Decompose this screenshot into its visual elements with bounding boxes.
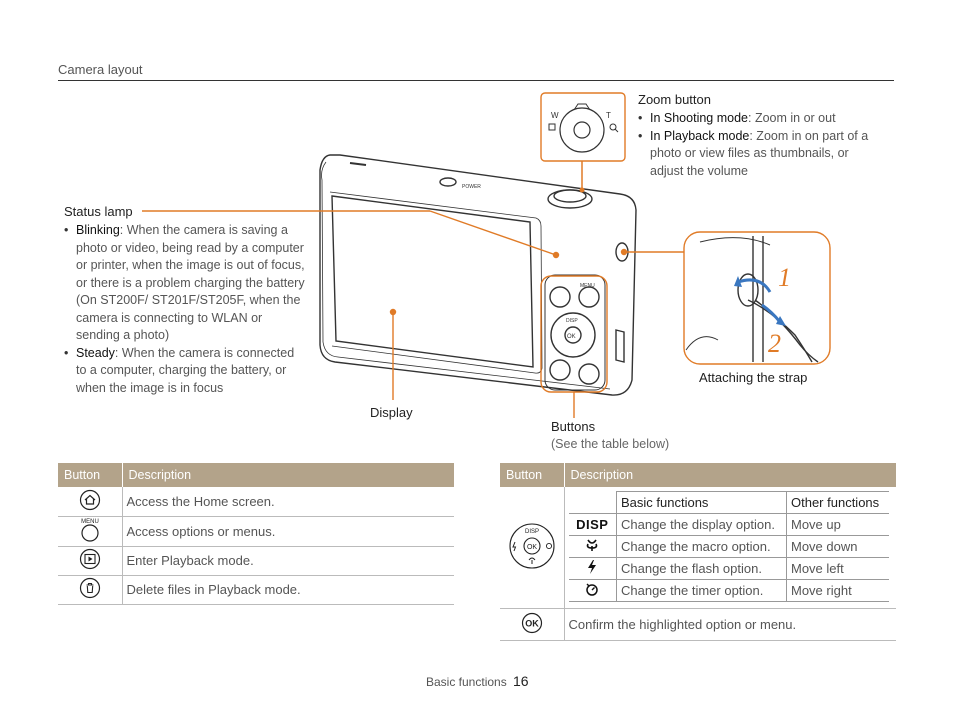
page-number: 16 bbox=[513, 673, 529, 689]
zoom-button-list: In Shooting mode: Zoom in or out In Play… bbox=[638, 110, 878, 180]
table-cell-description: Confirm the highlighted option or menu. bbox=[564, 608, 896, 641]
table-row: Access the Home screen. bbox=[58, 487, 454, 517]
table-row: OK Confirm the highlighted option or men… bbox=[500, 608, 896, 641]
table-row: Change the timer option. Move right bbox=[568, 579, 889, 602]
buttons-table-right: Button Description OK DISP bbox=[500, 463, 896, 641]
camera-illustration: POWER OK DISP MENU W T bbox=[142, 92, 831, 418]
table-cell-description: Delete files in Playback mode. bbox=[122, 575, 454, 605]
display-leader bbox=[389, 308, 397, 400]
zoom-item: In Playback mode: Zoom in on part of a p… bbox=[638, 128, 878, 181]
svg-text:OK: OK bbox=[527, 544, 537, 551]
svg-text:OK: OK bbox=[567, 334, 576, 340]
section-title: Camera layout bbox=[58, 62, 143, 77]
table-cell-description: Access options or menus. bbox=[122, 516, 454, 547]
disp-icon: DISP bbox=[576, 517, 609, 532]
zoom-inset: W T bbox=[540, 92, 626, 193]
other-function: Move down bbox=[786, 535, 889, 558]
table-row: Delete files in Playback mode. bbox=[58, 575, 454, 605]
svg-text:2: 2 bbox=[768, 329, 781, 358]
zoom-item: In Shooting mode: Zoom in or out bbox=[638, 110, 878, 128]
table-row: MENU Access options or menus. bbox=[58, 516, 454, 547]
status-lamp-title: Status lamp bbox=[64, 204, 133, 219]
navigation-dial-icon: OK DISP bbox=[509, 523, 555, 569]
status-lamp-leader bbox=[142, 210, 560, 259]
subtable-corner bbox=[568, 491, 617, 514]
status-lamp-item: Blinking: When the camera is saving a ph… bbox=[64, 222, 306, 345]
table-row: Change the flash option. Move left bbox=[568, 557, 889, 580]
other-function: Move right bbox=[786, 579, 889, 602]
basic-function: Change the flash option. bbox=[616, 557, 787, 580]
timer-icon bbox=[586, 583, 598, 596]
table-header-description: Description bbox=[122, 463, 454, 487]
strap-caption: Attaching the strap bbox=[699, 370, 808, 385]
flash-icon bbox=[588, 560, 597, 574]
zoom-button-title: Zoom button bbox=[638, 92, 711, 107]
svg-text:DISP: DISP bbox=[566, 318, 578, 324]
svg-text:MENU: MENU bbox=[580, 283, 595, 289]
buttons-label: Buttons bbox=[551, 419, 596, 434]
table-row: DISP Change the display option. Move up bbox=[568, 513, 889, 536]
strap-inset: 1 2 bbox=[683, 231, 831, 365]
status-lamp-list: Blinking: When the camera is saving a ph… bbox=[64, 222, 306, 397]
camera-body: POWER OK DISP MENU bbox=[319, 154, 637, 396]
table-row: Enter Playback mode. bbox=[58, 546, 454, 576]
strap-leader bbox=[620, 248, 684, 256]
home-icon bbox=[79, 489, 100, 510]
svg-text:T: T bbox=[606, 111, 611, 120]
function-subtable: Basic functions Other functions DISP Cha… bbox=[568, 491, 889, 602]
basic-function: Change the display option. bbox=[616, 513, 787, 536]
table-header-button: Button bbox=[58, 463, 123, 487]
basic-function: Change the timer option. bbox=[616, 579, 787, 602]
svg-text:1: 1 bbox=[778, 263, 791, 292]
menu-icon: MENU bbox=[81, 519, 99, 542]
table-cell-description: Access the Home screen. bbox=[122, 487, 454, 517]
other-function: Move left bbox=[786, 557, 889, 580]
buttons-bracket bbox=[540, 275, 608, 418]
header-rule bbox=[58, 80, 894, 81]
subtable-header-other: Other functions bbox=[786, 491, 889, 514]
subtable-header-basic: Basic functions bbox=[616, 491, 787, 514]
table-cell-description: Enter Playback mode. bbox=[122, 546, 454, 576]
table-header-description: Description bbox=[564, 463, 896, 487]
status-lamp-item: Steady: When the camera is connected to … bbox=[64, 345, 306, 398]
playback-icon bbox=[79, 548, 100, 570]
delete-icon bbox=[79, 577, 100, 599]
svg-text:W: W bbox=[551, 111, 559, 120]
table-row: OK DISP Basic functions Other functions bbox=[500, 487, 896, 609]
macro-icon bbox=[586, 539, 598, 551]
ok-icon: OK bbox=[521, 612, 542, 634]
svg-text:OK: OK bbox=[525, 619, 539, 629]
svg-text:POWER: POWER bbox=[462, 184, 481, 190]
buttons-table-left: Button Description Access the Home scree… bbox=[58, 463, 454, 605]
svg-text:DISP: DISP bbox=[525, 529, 539, 535]
other-function: Move up bbox=[786, 513, 889, 536]
table-row: Change the macro option. Move down bbox=[568, 535, 889, 558]
svg-text:MENU: MENU bbox=[81, 519, 99, 525]
basic-function: Change the macro option. bbox=[616, 535, 787, 558]
display-label: Display bbox=[370, 405, 413, 420]
table-header-button: Button bbox=[500, 463, 565, 487]
buttons-sublabel: (See the table below) bbox=[551, 437, 670, 451]
footer-section: Basic functions bbox=[426, 675, 507, 689]
